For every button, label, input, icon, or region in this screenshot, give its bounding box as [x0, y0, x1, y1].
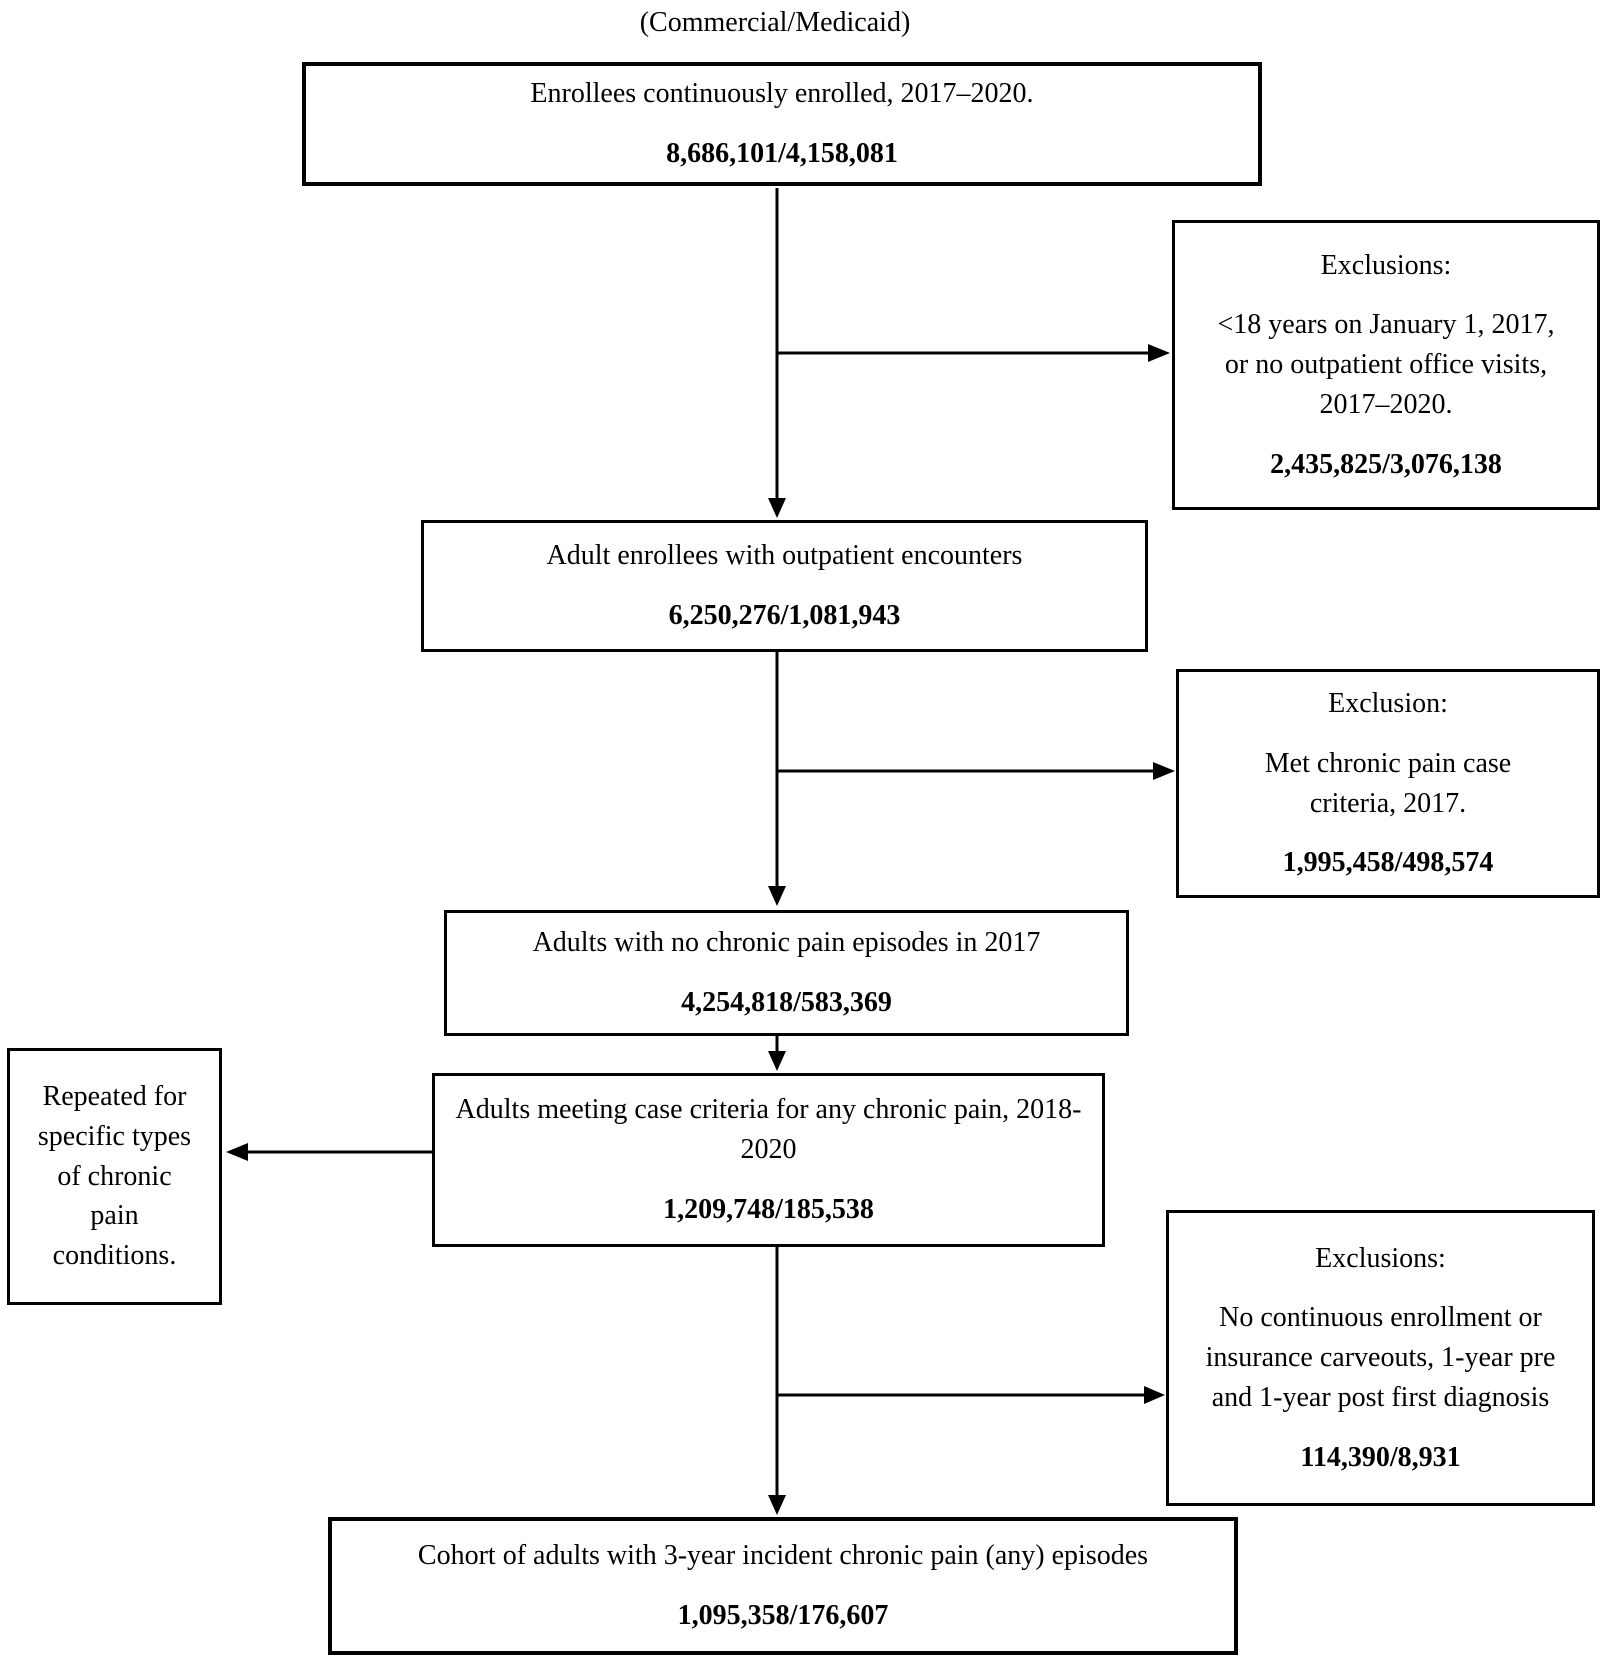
box-label: Adult enrollees with outpatient encounte… — [546, 540, 1023, 572]
exclusion-body: <18 years on January 1, 2017, or no outp… — [1217, 309, 1555, 420]
box-label: Enrollees continuously enrolled, 2017–20… — [530, 78, 1034, 110]
box-enrollees-continuously-enrolled: Enrollees continuously enrolled, 2017–20… — [302, 62, 1262, 186]
arrow-branch-exclusion-enrollment — [777, 1386, 1165, 1404]
arrow-enrolled-to-adult-outpatient — [768, 188, 786, 518]
exclusion-heading: Exclusions: — [1320, 249, 1452, 281]
box-value: 1,209,748/185,538 — [663, 1193, 874, 1225]
arrow-case-criteria-to-side-note — [226, 1143, 432, 1161]
diagram-title: (Commercial/Medicaid) — [639, 7, 911, 38]
box-value: 8,686,101/4,158,081 — [666, 138, 898, 169]
exclusion-body: No continuous enrollment or insurance ca… — [1205, 1302, 1556, 1413]
exclusion-value: 1,995,458/498,574 — [1282, 847, 1494, 879]
arrow-case-criteria-to-cohort — [768, 1245, 786, 1515]
exclusion-value: 2,435,825/3,076,138 — [1270, 448, 1502, 480]
box-final-cohort: Cohort of adults with 3-year incident ch… — [328, 1517, 1238, 1655]
box-no-chronic-pain-2017: Adults with no chronic pain episodes in … — [444, 910, 1129, 1036]
exclusion-heading: Exclusion: — [1328, 688, 1448, 719]
arrow-no-chronic-to-case-criteria — [768, 1034, 786, 1071]
box-value: 6,250,276/1,081,943 — [668, 600, 901, 631]
box-label: Adults meeting case criteria for any chr… — [455, 1094, 1082, 1166]
box-exclusions-no-continuous-enrollment: Exclusions: No continuous enrollment or … — [1166, 1210, 1595, 1506]
exclusion-body: Met chronic pain case criteria, 2017. — [1264, 747, 1512, 819]
arrow-adult-outpatient-to-no-chronic — [768, 650, 786, 906]
exclusion-heading: Exclusions: — [1315, 1242, 1446, 1274]
exclusion-value: 114,390/8,931 — [1300, 1441, 1461, 1473]
note-text: Repeated for specific types of chronic p… — [37, 1081, 192, 1272]
box-adult-enrollees-outpatient: Adult enrollees with outpatient encounte… — [421, 520, 1148, 652]
note-repeated-for-specific-types: Repeated for specific types of chronic p… — [7, 1048, 222, 1305]
arrow-branch-exclusion-chronic-2017 — [777, 762, 1175, 780]
box-exclusion-met-chronic-pain-2017: Exclusion: Met chronic pain case criteri… — [1176, 669, 1600, 898]
box-meeting-case-criteria: Adults meeting case criteria for any chr… — [432, 1073, 1105, 1247]
box-value: 1,095,358/176,607 — [677, 1600, 889, 1631]
box-value: 4,254,818/583,369 — [681, 987, 892, 1018]
box-label: Cohort of adults with 3-year incident ch… — [417, 1540, 1149, 1572]
box-exclusions-age-no-visits: Exclusions: <18 years on January 1, 2017… — [1172, 220, 1600, 510]
box-label: Adults with no chronic pain episodes in … — [532, 927, 1041, 959]
arrow-branch-exclusion-age — [777, 344, 1170, 362]
